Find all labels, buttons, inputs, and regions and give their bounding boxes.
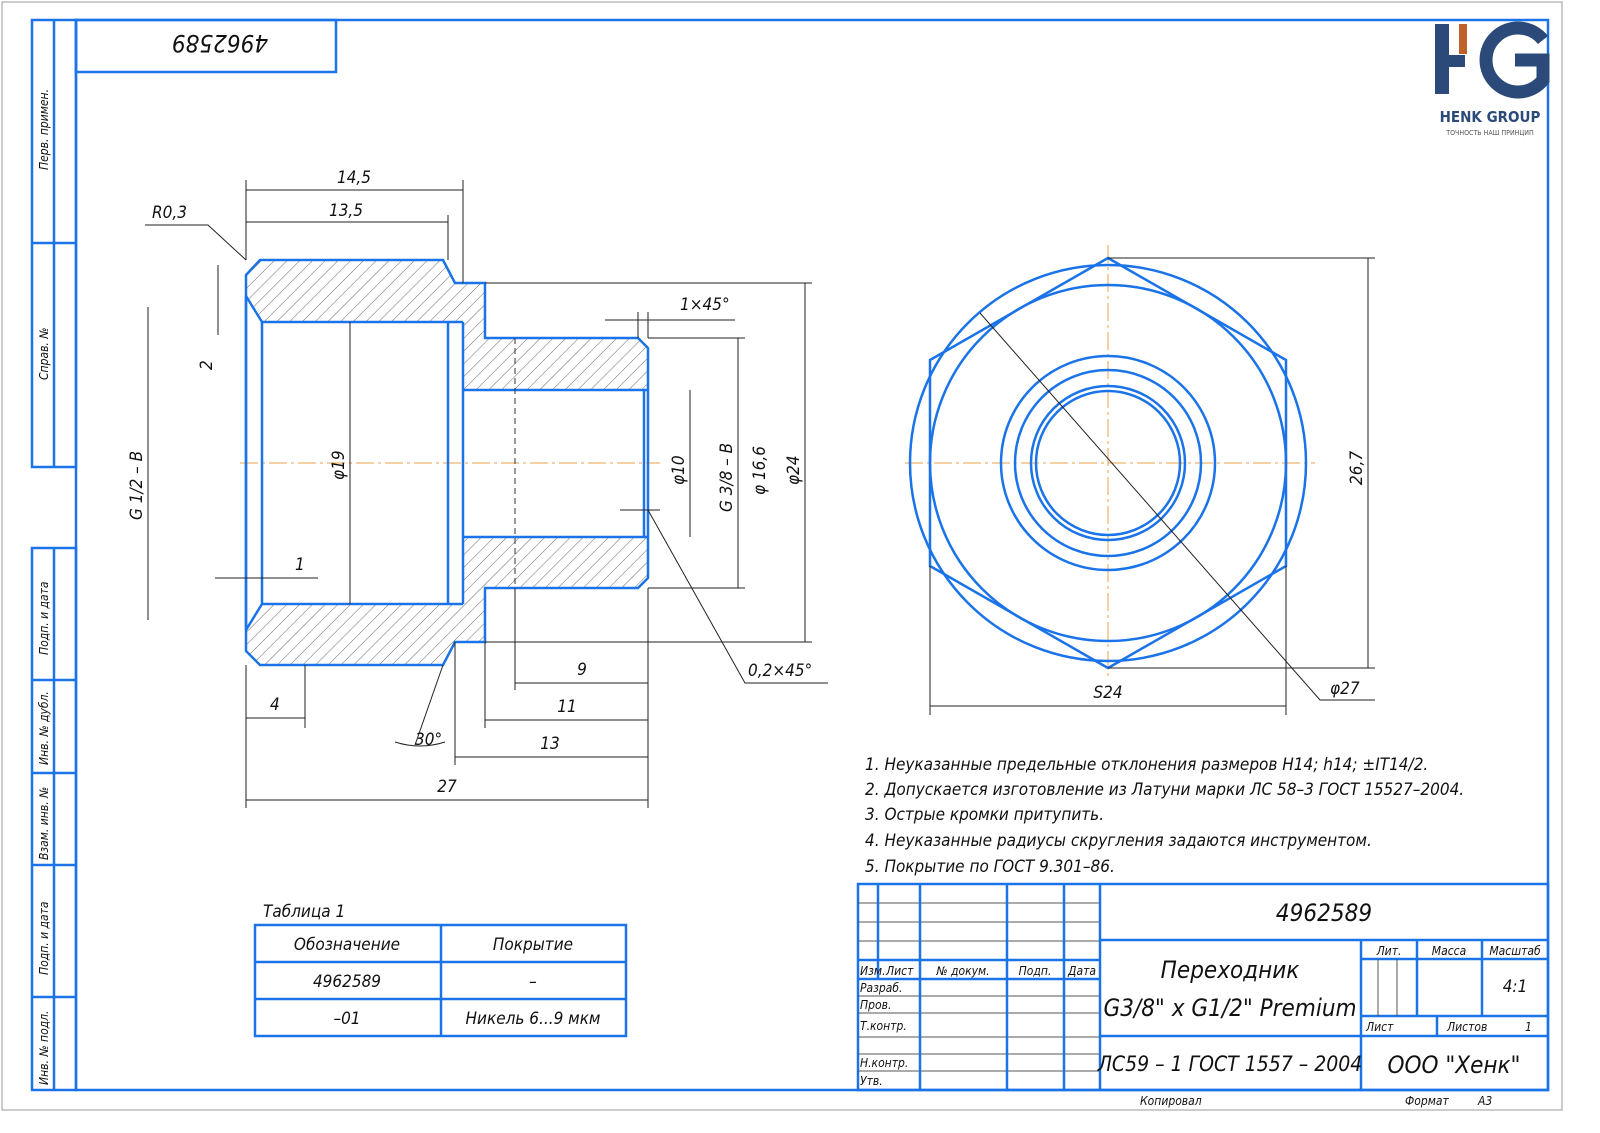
scale-value: 4:1 bbox=[1503, 977, 1528, 997]
lit-label: Лит. bbox=[1376, 944, 1402, 958]
table-header: Обозначение bbox=[294, 935, 400, 955]
sheet-border bbox=[1, 1, 1563, 1111]
table-cell: Никель 6...9 мкм bbox=[466, 1009, 601, 1029]
note: 4. Неуказанные радиусы скругления задают… bbox=[865, 831, 1372, 851]
side-label: Подп. и дата bbox=[37, 901, 51, 975]
dim-chamfer-0-2x45: 0,2×45° bbox=[748, 661, 812, 681]
dim-9: 9 bbox=[577, 660, 587, 680]
company: ООО "Хенк" bbox=[1388, 1051, 1521, 1079]
part-name: Переходник bbox=[1161, 956, 1300, 984]
format-value: А3 bbox=[1477, 1094, 1492, 1108]
dim-14-5: 14,5 bbox=[337, 168, 371, 188]
dim-1: 1 bbox=[295, 555, 305, 575]
role-label: Н.контр. bbox=[860, 1056, 908, 1070]
logo-tagline: ТОЧНОСТЬ НАШ ПРИНЦИП bbox=[1445, 129, 1534, 137]
dim-2: 2 bbox=[197, 360, 217, 370]
side-label: Перв. примен. bbox=[37, 89, 51, 170]
note: 3. Острые кромки притупить. bbox=[865, 805, 1104, 825]
title-block: Изм. Лист № докум. Подп. Дата Разраб. Пр… bbox=[856, 882, 1550, 1092]
dim-g3-8: G 3/8 – B bbox=[717, 443, 737, 512]
side-strip: Перв. примен. Справ. № Подп. и дата Инв.… bbox=[30, 18, 78, 1092]
stamp-number: 4962589 bbox=[172, 29, 268, 57]
side-label: Взам. инв. № bbox=[37, 787, 51, 860]
end-view: 26,7 S24 φ27 bbox=[905, 245, 1375, 715]
table-header: Покрытие bbox=[493, 935, 573, 955]
role-label: Т.контр. bbox=[860, 1019, 907, 1033]
side-label: Подп. и дата bbox=[37, 581, 51, 655]
col-header: Изм. bbox=[860, 964, 885, 978]
col-header: Лист bbox=[885, 964, 914, 978]
section-view: 14,5 13,5 R0,3 2 G 1/2 – B φ19 1 4 27 13… bbox=[127, 168, 828, 808]
col-header: Подп. bbox=[1019, 964, 1052, 978]
col-header: Дата bbox=[1067, 964, 1096, 978]
coating-table: Таблица 1 Обозначение Покрытие 4962589 –… bbox=[253, 902, 628, 1038]
dim-phi16-6: φ 16,6 bbox=[750, 446, 770, 495]
side-label: Инв. № дубл. bbox=[37, 691, 51, 765]
material: ЛС59 – 1 ГОСТ 1557 – 2004 bbox=[1097, 1052, 1363, 1076]
dim-30deg: 30° bbox=[415, 730, 442, 750]
sheets-value: 1 bbox=[1525, 1020, 1532, 1034]
dim-4: 4 bbox=[270, 695, 280, 715]
format-label: Формат bbox=[1405, 1094, 1450, 1108]
dim-chamfer-1x45: 1×45° bbox=[680, 295, 730, 315]
copied-label: Копировал bbox=[1140, 1094, 1202, 1108]
sheet-label: Лист bbox=[1365, 1020, 1394, 1034]
dim-13: 13 bbox=[540, 734, 559, 754]
henk-group-logo: HENK GROUP ТОЧНОСТЬ НАШ ПРИНЦИП bbox=[1435, 21, 1550, 137]
stamp-box bbox=[74, 18, 338, 74]
dim-r0-3: R0,3 bbox=[152, 203, 187, 223]
dim-phi19: φ19 bbox=[329, 450, 349, 480]
table-cell: –01 bbox=[333, 1009, 360, 1029]
note: 1. Неуказанные предельные отклонения раз… bbox=[865, 755, 1428, 775]
role-label: Разраб. bbox=[860, 981, 902, 995]
note: 5. Покрытие по ГОСТ 9.301–86. bbox=[865, 857, 1115, 877]
role-label: Утв. bbox=[860, 1074, 883, 1088]
dim-phi27: φ27 bbox=[1330, 679, 1360, 699]
technical-notes: 1. Неуказанные предельные отклонения раз… bbox=[865, 755, 1464, 877]
dim-13-5: 13,5 bbox=[329, 201, 363, 221]
part-name-2: G3/8" x G1/2" Premium bbox=[1103, 994, 1356, 1022]
col-header: № докум. bbox=[935, 964, 989, 978]
table-cell: 4962589 bbox=[313, 972, 381, 992]
designation: 4962589 bbox=[1276, 899, 1372, 927]
table-cell: – bbox=[529, 972, 537, 992]
note: 2. Допускается изготовление из Латуни ма… bbox=[865, 780, 1464, 800]
side-label: Справ. № bbox=[37, 327, 51, 380]
table-title: Таблица 1 bbox=[263, 902, 345, 922]
dim-26-7: 26,7 bbox=[1347, 451, 1367, 485]
sheets-label: Листов bbox=[1446, 1020, 1487, 1034]
dim-s24: S24 bbox=[1093, 683, 1122, 703]
dim-phi24: φ24 bbox=[784, 455, 804, 485]
logo-brand: HENK GROUP bbox=[1440, 108, 1541, 126]
dim-phi10: φ10 bbox=[669, 455, 689, 485]
dim-g1-2: G 1/2 – B bbox=[127, 451, 147, 520]
role-label: Пров. bbox=[860, 998, 891, 1012]
scale-label: Масштаб bbox=[1489, 944, 1541, 958]
dim-11: 11 bbox=[557, 697, 576, 717]
dim-27: 27 bbox=[437, 777, 457, 797]
mass-label: Масса bbox=[1432, 944, 1466, 958]
side-label: Инв. № подл. bbox=[37, 1011, 51, 1085]
